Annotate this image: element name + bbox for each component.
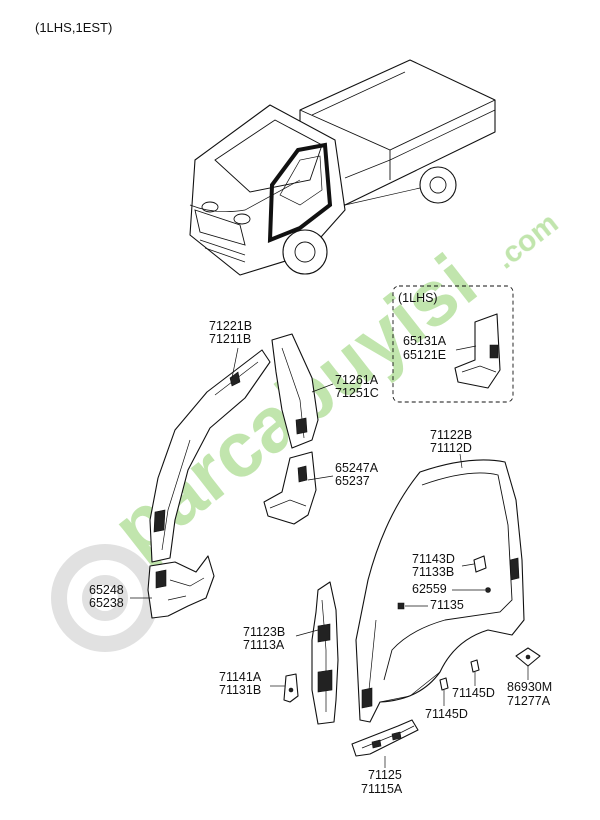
- part-side-sill: [351, 719, 419, 757]
- inset-bracket-part: [454, 313, 501, 389]
- callout-62559: 62559: [412, 582, 447, 596]
- rear-wheel-icon: [419, 166, 457, 204]
- callout-71277a: 71277A: [507, 694, 551, 708]
- part-clip-71145d-upper: [470, 659, 480, 673]
- part-lower-bracket: [263, 451, 317, 525]
- callout-71125: 71125: [368, 768, 402, 782]
- callout-71123b: 71123B: [243, 625, 285, 639]
- callout-71135: 71135: [430, 598, 464, 612]
- callout-65248: 65248: [89, 583, 124, 597]
- callout-71113a: 71113A: [243, 638, 285, 652]
- part-clip-71135: [397, 602, 405, 610]
- part-pillar-lower-bracket: [147, 555, 215, 619]
- callout-71145d-upper: 71145D: [452, 686, 495, 700]
- callout-71221b: 71221B: [209, 319, 252, 333]
- part-clip-71145d-lower: [439, 677, 449, 691]
- callout-71143d: 71143D: [412, 552, 455, 566]
- callout-71133b: 71133B: [412, 565, 454, 579]
- part-a-pillar-inner: [149, 349, 271, 563]
- inset-1lhs: (1LHS) 65131A 65121E: [392, 285, 514, 403]
- inset-title: (1LHS): [398, 291, 438, 305]
- inset-label-65131a: 65131A: [403, 334, 447, 348]
- inset-label-65121e: 65121E: [403, 348, 446, 362]
- part-bolt-62559: [485, 587, 491, 593]
- callout-71251c: 71251C: [335, 386, 379, 400]
- watermark-domain: .com: [489, 206, 565, 275]
- callout-65247a: 65247A: [335, 461, 379, 475]
- callout-71115a: 71115A: [361, 782, 403, 796]
- callout-71112d: 71112D: [430, 441, 472, 455]
- callout-71141a: 71141A: [219, 670, 262, 684]
- callout-71145d-lower: 71145D: [425, 707, 468, 721]
- variant-header: (1LHS,1EST): [35, 20, 112, 35]
- part-pillar-reinforcement: [271, 333, 319, 449]
- part-body-side-outer: [355, 459, 525, 723]
- callout-71211b: 71211B: [209, 332, 251, 346]
- callout-65238: 65238: [89, 596, 124, 610]
- callout-71131b: 71131B: [219, 683, 261, 697]
- callout-71261a: 71261A: [335, 373, 379, 387]
- part-small-clip-71143d: [473, 555, 487, 573]
- truck-illustration: [189, 59, 496, 276]
- callout-71122b: 71122B: [430, 428, 472, 442]
- part-small-bracket-71141a: [283, 673, 299, 703]
- front-wheel-icon: [282, 229, 328, 275]
- part-plate-86930m: [515, 647, 541, 667]
- part-center-pillar: [311, 581, 339, 725]
- callout-86930m: 86930M: [507, 680, 552, 694]
- callout-65237: 65237: [335, 474, 370, 488]
